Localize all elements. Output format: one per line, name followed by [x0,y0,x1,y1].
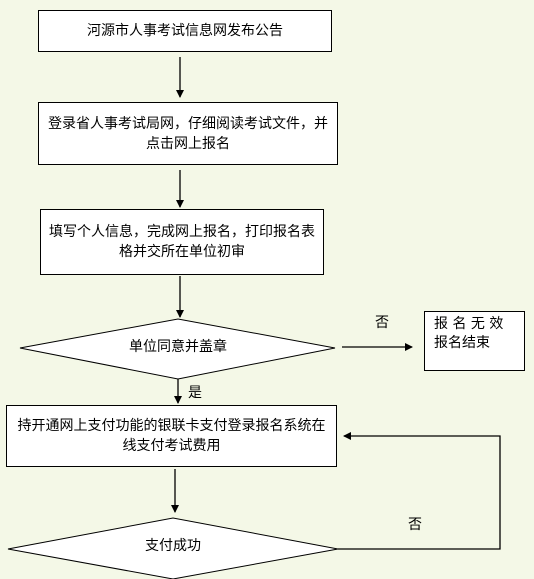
invalid-registration-text: 报 名 无 效 报名结束 [434,316,504,351]
decision1-diamond [19,318,336,380]
decision1-text: 单位同意并盖章 [129,339,227,355]
step3-fill-info: 填写个人信息，完成网上报名，打印报名表格并交所在单位初审 [40,209,324,275]
decision2-text: 支付成功 [145,538,201,554]
decision1-no-label: 否 [375,315,389,331]
step4-text: 持开通网上支付功能的银联卡支付登录报名系统在线支付考试费用 [17,418,326,454]
step1-text: 河源市人事考试信息网发布公告 [87,23,283,39]
step2-login-read-docs: 登录省人事考试局网，仔细阅读考试文件，并点击网上报名 [38,102,338,165]
decision2-no-label: 否 [408,517,422,533]
step3-text: 填写个人信息，完成网上报名，打印报名表格并交所在单位初审 [49,224,315,260]
step1-publish-notice: 河源市人事考试信息网发布公告 [38,10,332,52]
invalid-registration-box: 报 名 无 效 报名结束 [424,311,525,371]
step4-online-payment: 持开通网上支付功能的银联卡支付登录报名系统在线支付考试费用 [6,405,337,467]
decision1-yes-label: 是 [188,385,202,401]
step2-text: 登录省人事考试局网，仔细阅读考试文件，并点击网上报名 [48,115,328,152]
arrow-decision2-no-loop [338,432,501,550]
